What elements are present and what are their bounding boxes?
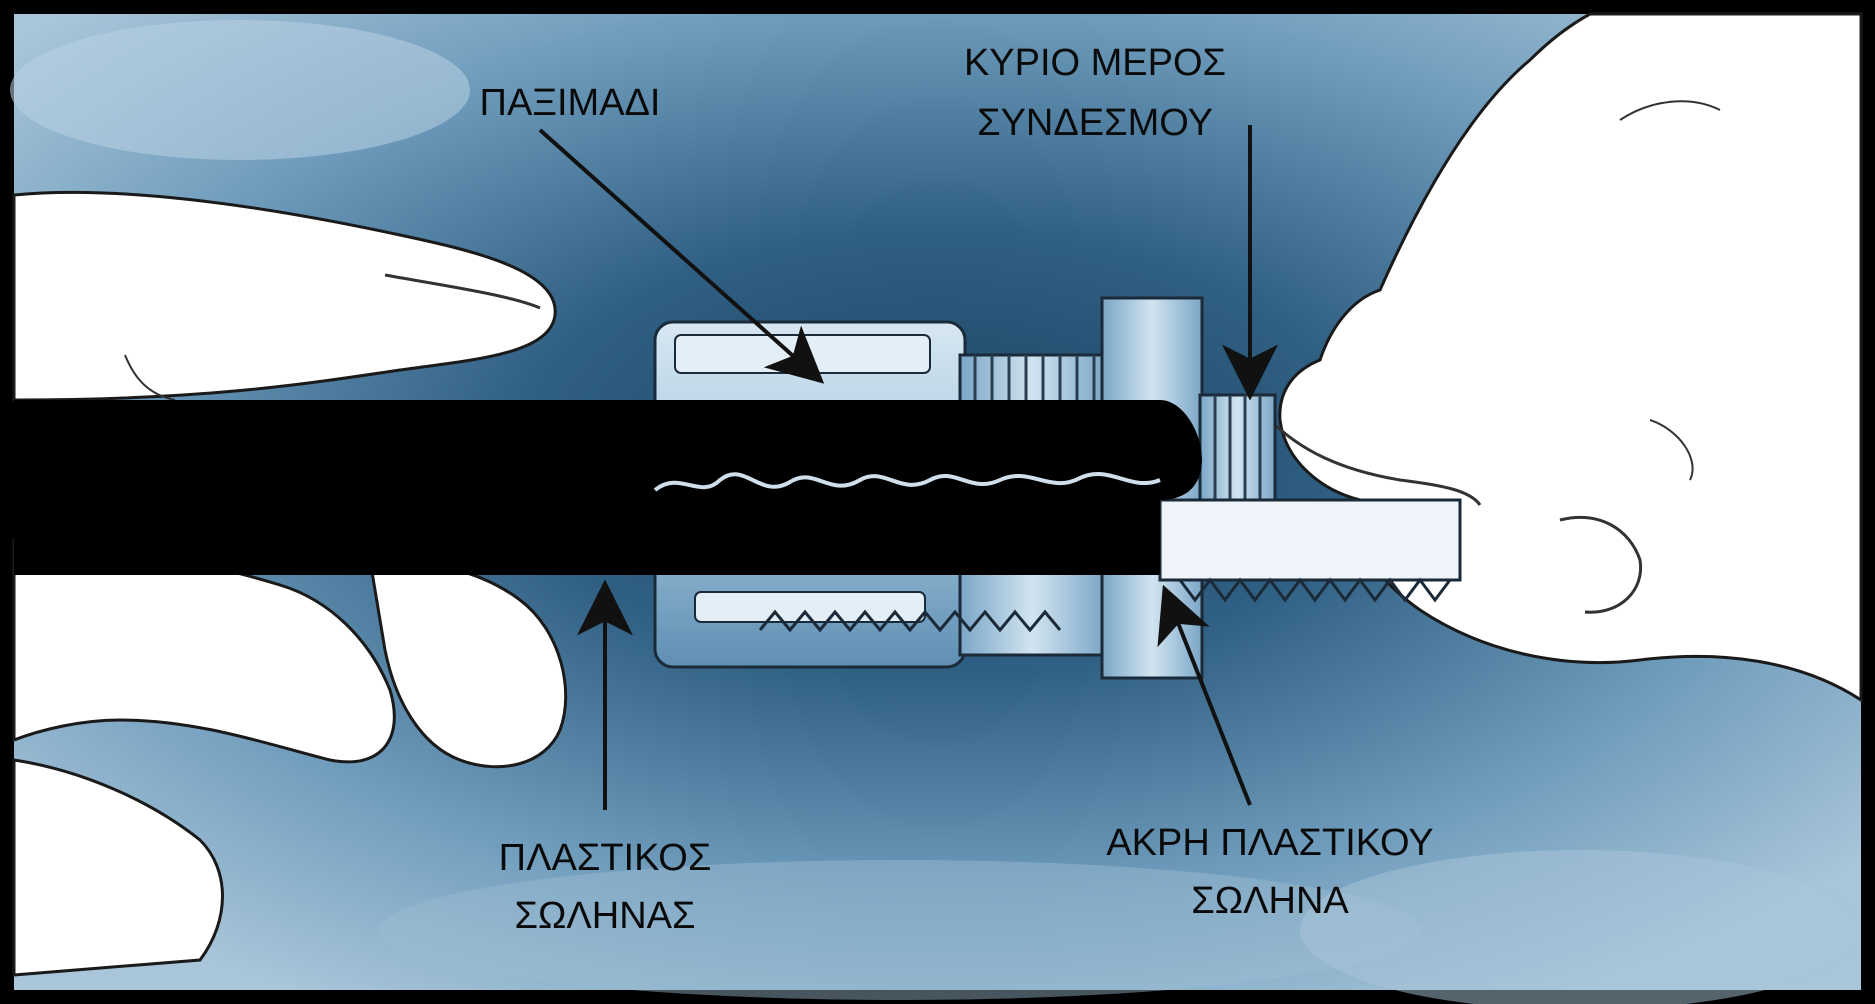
- right-finger-nail: [1559, 515, 1643, 614]
- cloud-highlight: [380, 860, 1420, 1000]
- right-hand-crease: [1649, 419, 1694, 481]
- nut-inner-thread: [758, 609, 1062, 633]
- main-body-end-thread: [1198, 393, 1277, 507]
- plastic-tube-end-insert: [1158, 498, 1462, 582]
- arrow-tube-end: [1157, 584, 1252, 806]
- right-finger-crease: [1268, 418, 1482, 506]
- right-hand-crease: [1619, 100, 1721, 121]
- finger-nail-line: [384, 273, 541, 310]
- cloud-highlight: [10, 20, 470, 160]
- label-plastic-tube-line2: ΣΩΛΗΝΑΣ: [514, 895, 695, 937]
- left-hand-palm: [12, 758, 224, 977]
- finger-crease: [124, 354, 176, 401]
- label-nut: ΠΑΞΙΜΑΔΙ: [480, 82, 661, 124]
- arrow-nut: [538, 128, 825, 384]
- label-tube-end-line1: ΑΚΡΗ ΠΛΑΣΤΙΚΟΥ: [1106, 822, 1433, 864]
- tube-grip-edge: [653, 471, 1161, 492]
- end-thread-lines: [1213, 395, 1262, 505]
- label-main-body-line1: ΚΥΡΙΟ ΜΕΡΟΣ: [964, 42, 1226, 84]
- cloud-highlight: [1300, 850, 1860, 1004]
- label-main-body-line2: ΣΥΝΔΕΣΜΟΥ: [977, 102, 1213, 144]
- insert-thread-teeth: [1178, 577, 1452, 603]
- plastic-tube: [14, 400, 1202, 575]
- left-hand-finger-top: [12, 190, 557, 402]
- left-hand-thumb: [368, 558, 568, 769]
- nut-groove: [674, 334, 931, 374]
- label-tube-end-line2: ΣΩΛΗΝΑ: [1191, 880, 1349, 922]
- label-plastic-tube-line1: ΠΛΑΣΤΙΚΟΣ: [499, 837, 712, 879]
